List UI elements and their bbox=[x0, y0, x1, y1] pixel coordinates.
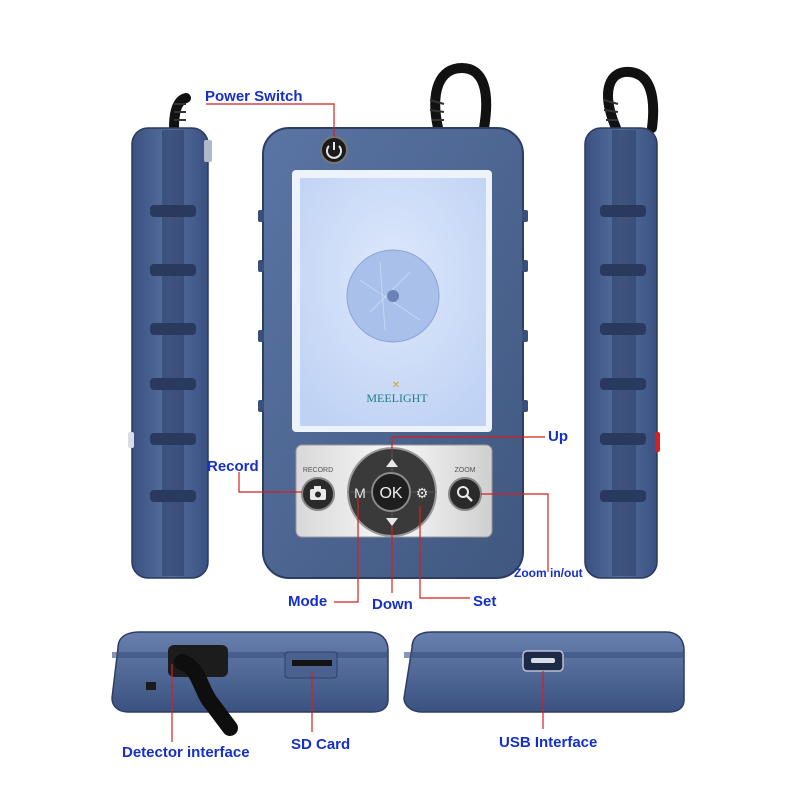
power-button[interactable] bbox=[320, 136, 348, 164]
up-callout: Up bbox=[548, 428, 568, 445]
bottom-view-left bbox=[111, 631, 389, 736]
right-side-view bbox=[584, 66, 660, 579]
record-button[interactable] bbox=[301, 477, 335, 511]
brand-name: MEELIGHT bbox=[366, 391, 428, 405]
front-view: ✕ MEELIGHT RECORD ZOOM bbox=[258, 62, 528, 579]
gear-icon[interactable]: ⚙ bbox=[416, 486, 429, 502]
display-screen: ✕ MEELIGHT bbox=[292, 170, 492, 432]
sd-card-callout: SD Card bbox=[291, 736, 351, 753]
navigation-pad: M ⚙ OK bbox=[347, 447, 437, 537]
indicator-led bbox=[146, 682, 156, 690]
brand-logo: ✕ MEELIGHT bbox=[366, 380, 428, 405]
mode-callout: Mode bbox=[288, 593, 328, 610]
magnifier-icon bbox=[457, 486, 473, 502]
power-icon bbox=[326, 142, 342, 159]
power-switch-callout: Power Switch bbox=[205, 88, 303, 105]
detector-port[interactable] bbox=[168, 645, 238, 736]
usb-port[interactable] bbox=[522, 650, 564, 672]
leader-lines bbox=[171, 103, 549, 742]
sd-card-slot[interactable] bbox=[284, 651, 338, 679]
up-arrow-icon[interactable] bbox=[386, 459, 398, 467]
down-callout: Down bbox=[372, 596, 413, 613]
mode-key[interactable]: M bbox=[354, 485, 366, 501]
zoom-text: ZOOM bbox=[455, 467, 476, 474]
zoom-callout: Zoom in/out bbox=[514, 566, 583, 580]
svg-text:✕: ✕ bbox=[392, 380, 400, 391]
ok-button[interactable]: OK bbox=[371, 472, 411, 512]
set-callout: Set bbox=[473, 593, 497, 610]
zoom-button[interactable] bbox=[448, 477, 482, 511]
ok-label: OK bbox=[379, 485, 402, 502]
usb-interface-callout: USB Interface bbox=[499, 734, 598, 751]
down-arrow-icon[interactable] bbox=[386, 518, 398, 526]
left-side-view bbox=[128, 93, 212, 579]
detector-interface-callout: Detector interface bbox=[122, 744, 250, 761]
record-text: RECORD bbox=[303, 467, 333, 474]
camera-icon bbox=[310, 486, 326, 500]
bottom-view-right bbox=[403, 631, 685, 713]
record-callout: Record bbox=[207, 458, 259, 475]
